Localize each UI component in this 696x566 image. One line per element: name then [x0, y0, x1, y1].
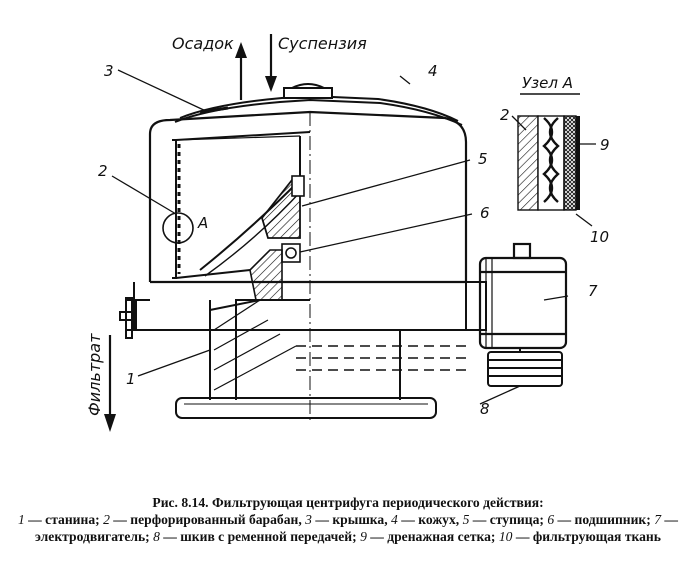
hub: [261, 175, 305, 239]
electric-motor: [478, 242, 568, 350]
legend-text: — электродвигатель;: [35, 512, 678, 544]
legend-text: — кожух,: [397, 512, 463, 527]
figure-caption: Рис. 8.14. Фильтрующая центрифуга период…: [10, 494, 686, 545]
callout-1: 1: [126, 370, 136, 388]
caption-legend: 1 — станина; 2 — перфорированный барабан…: [10, 511, 686, 545]
caption-title: Рис. 8.14. Фильтрующая центрифуга период…: [152, 495, 544, 510]
legend-text: — крышка,: [311, 512, 392, 527]
legend-text: — дренажная сетка;: [366, 529, 499, 544]
legend-text: — подшип­ник;: [554, 512, 655, 527]
callout-6: 6: [480, 204, 490, 222]
suspension-arrow: [265, 34, 277, 92]
detail-marker-label: A: [197, 214, 208, 232]
centrifuge-drawing: Осадок Суспензия Фильтрат 3 2 4 5 6 7 8 …: [85, 34, 610, 432]
detail-title: Узел А: [522, 74, 573, 92]
frame: [125, 282, 470, 419]
detail-callout-9: 9: [600, 136, 610, 154]
filtrate-label: Фильтрат: [85, 333, 104, 416]
legend-number: 2: [103, 512, 110, 527]
callout-3: 3: [104, 62, 114, 80]
legend-text: — шкив с ременной передачей;: [159, 529, 361, 544]
legend-number: 10: [498, 529, 513, 544]
sediment-label: Осадок: [172, 34, 234, 53]
legend-text: — станина;: [24, 512, 104, 527]
legend-number: 6: [547, 512, 555, 527]
legend-number: 3: [305, 512, 312, 527]
legend-number: 1: [17, 512, 25, 527]
callout-7: 7: [588, 282, 598, 300]
legend-number: 5: [462, 512, 470, 527]
legend-text: — перфорированный барабан,: [109, 512, 306, 527]
casing: [148, 110, 468, 420]
detail-view: [517, 93, 580, 211]
detail-marker-circle: [162, 212, 194, 244]
callout-2: 2: [98, 162, 108, 180]
legend-number: 4: [391, 512, 398, 527]
callout-5: 5: [478, 150, 488, 168]
filtrate-arrow: [104, 335, 116, 432]
lid: [174, 83, 463, 126]
drive-housing: [310, 281, 487, 331]
detail-filter-cloth: [563, 115, 577, 211]
sediment-arrow: [235, 42, 247, 100]
suspension-label: Суспензия: [278, 34, 367, 53]
bearing: [249, 243, 301, 301]
legend-text: — ступица;: [469, 512, 548, 527]
pulley-with-belt: [487, 348, 563, 387]
detail-drum-wall: [517, 115, 539, 211]
drain-pipe: [119, 297, 135, 339]
legend-number: 9: [360, 529, 367, 544]
legend-text: — фильтрую­щая ткань: [512, 529, 661, 544]
leader-lines: [111, 69, 596, 405]
legend-number: 7: [654, 512, 661, 527]
callout-4: 4: [428, 62, 438, 80]
callout-8: 8: [480, 400, 490, 418]
detail-callout-10: 10: [590, 228, 609, 246]
detail-callout-2: 2: [500, 106, 510, 124]
legend-number: 8: [153, 529, 160, 544]
